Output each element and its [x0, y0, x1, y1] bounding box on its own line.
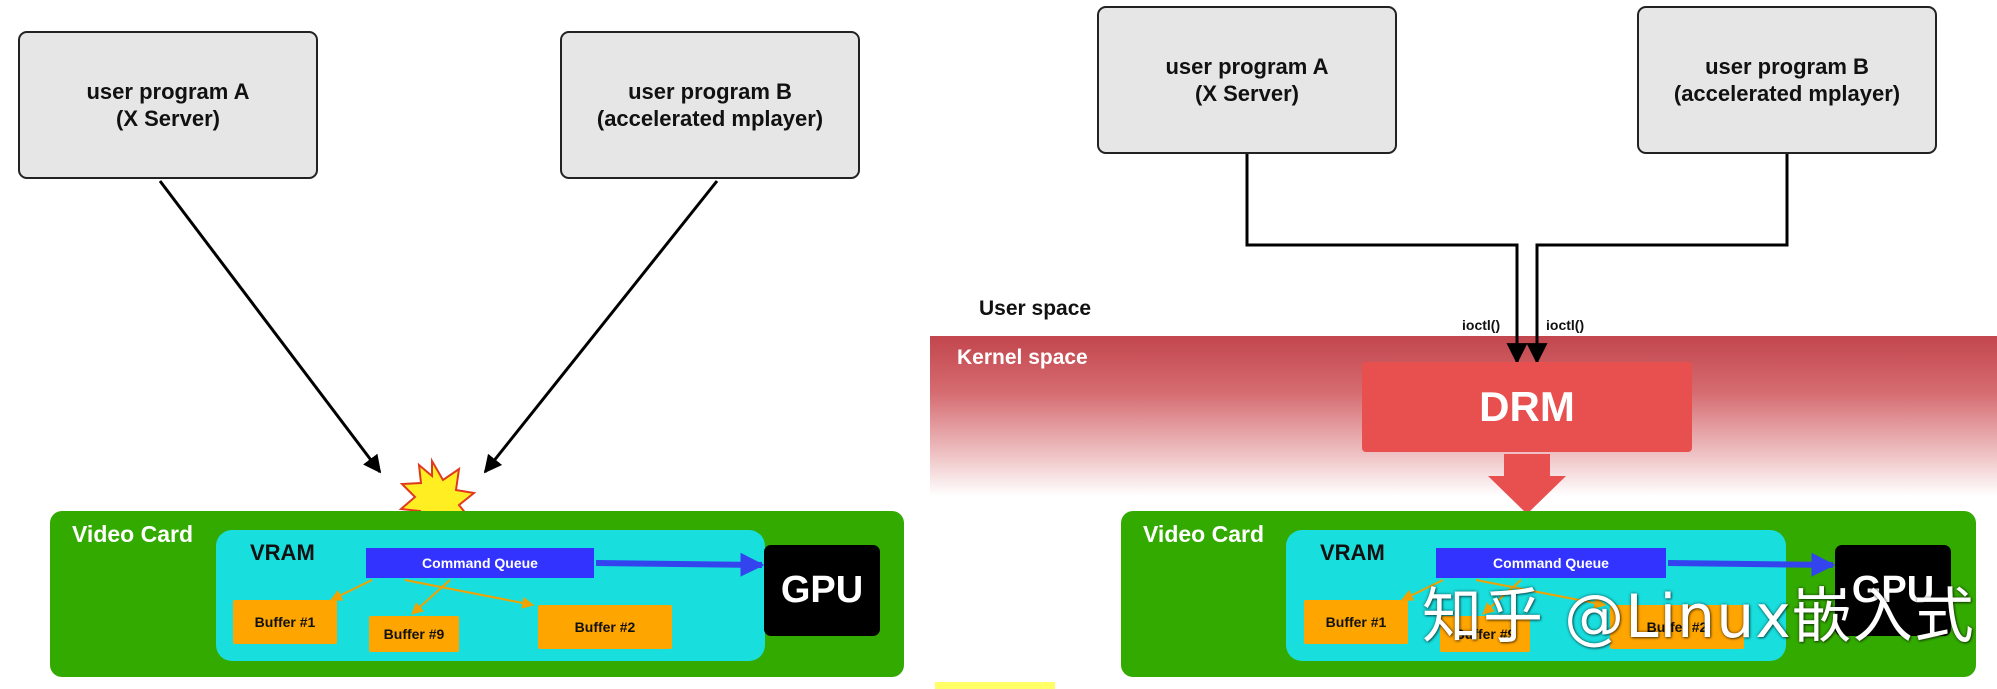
user-space-label: User space	[979, 297, 1092, 320]
connector-b-to-drm	[1526, 153, 1789, 365]
left-vram-label: VRAM	[250, 540, 315, 565]
left-program-a-subtitle: (X Server)	[116, 106, 220, 131]
right-cq-to-buffer-1-arrow	[1400, 579, 1444, 601]
left-command-queue: Command Queue	[366, 548, 594, 578]
right-program-b-title: user program B	[1705, 54, 1869, 79]
left-video-card-label: Video Card	[72, 521, 193, 547]
arrow-b-to-card	[483, 180, 719, 474]
drm-to-card-arrow	[1488, 454, 1566, 514]
right-buffer-2: Buffer #2	[1610, 605, 1744, 649]
left-cq-to-buffer-1-arrow	[329, 579, 373, 601]
left-program-a-title: user program A	[86, 79, 250, 104]
connector-a-to-drm	[1245, 153, 1528, 365]
right-command-queue: Command Queue	[1436, 548, 1666, 578]
right-vram-label: VRAM	[1320, 540, 1385, 565]
right-cq-to-buffer-9-arrow	[1482, 579, 1522, 615]
left-program-a-box: user program A (X Server)	[18, 31, 318, 179]
kernel-space-label: Kernel space	[957, 346, 1088, 369]
right-program-a-title: user program A	[1165, 54, 1329, 79]
watermark-text: 知乎 @Linux嵌入式	[1422, 582, 1975, 652]
left-buffer-9: Buffer #9	[369, 616, 459, 652]
right-cq-to-buffer-2-arrow	[1475, 579, 1607, 609]
right-video-card-label: Video Card	[1143, 521, 1264, 547]
right-cq-to-gpu-arrow	[1667, 552, 1836, 577]
right-program-a-subtitle: (X Server)	[1195, 81, 1299, 106]
arrow-a-to-card	[158, 180, 382, 474]
left-gpu: GPU	[764, 545, 880, 636]
left-program-b-title: user program B	[628, 79, 792, 104]
right-gpu: GPU	[1835, 545, 1951, 636]
right-program-b-subtitle: (accelerated mplayer)	[1673, 81, 1901, 106]
left-program-b-subtitle: (accelerated mplayer)	[596, 106, 824, 131]
left-program-b-box: user program B (accelerated mplayer)	[560, 31, 860, 179]
left-buffer-1: Buffer #1	[233, 600, 337, 644]
right-program-a-box: user program A (X Server)	[1097, 6, 1397, 154]
right-buffer-1: Buffer #1	[1304, 600, 1408, 644]
left-cq-to-buffer-9-arrow	[411, 579, 451, 615]
right-buffer-9: Buffer #9	[1440, 616, 1530, 652]
drm-box: DRM	[1362, 362, 1692, 452]
ioctl-left-label: ioctl()	[1462, 317, 1501, 333]
left-buffer-2: Buffer #2	[538, 605, 672, 649]
ioctl-right-label: ioctl()	[1546, 317, 1585, 333]
left-cq-to-gpu-arrow	[595, 552, 765, 577]
right-program-b-box: user program B (accelerated mplayer)	[1637, 6, 1937, 154]
yellow-strip	[935, 682, 1055, 689]
left-cq-to-buffer-2-arrow	[404, 579, 535, 609]
